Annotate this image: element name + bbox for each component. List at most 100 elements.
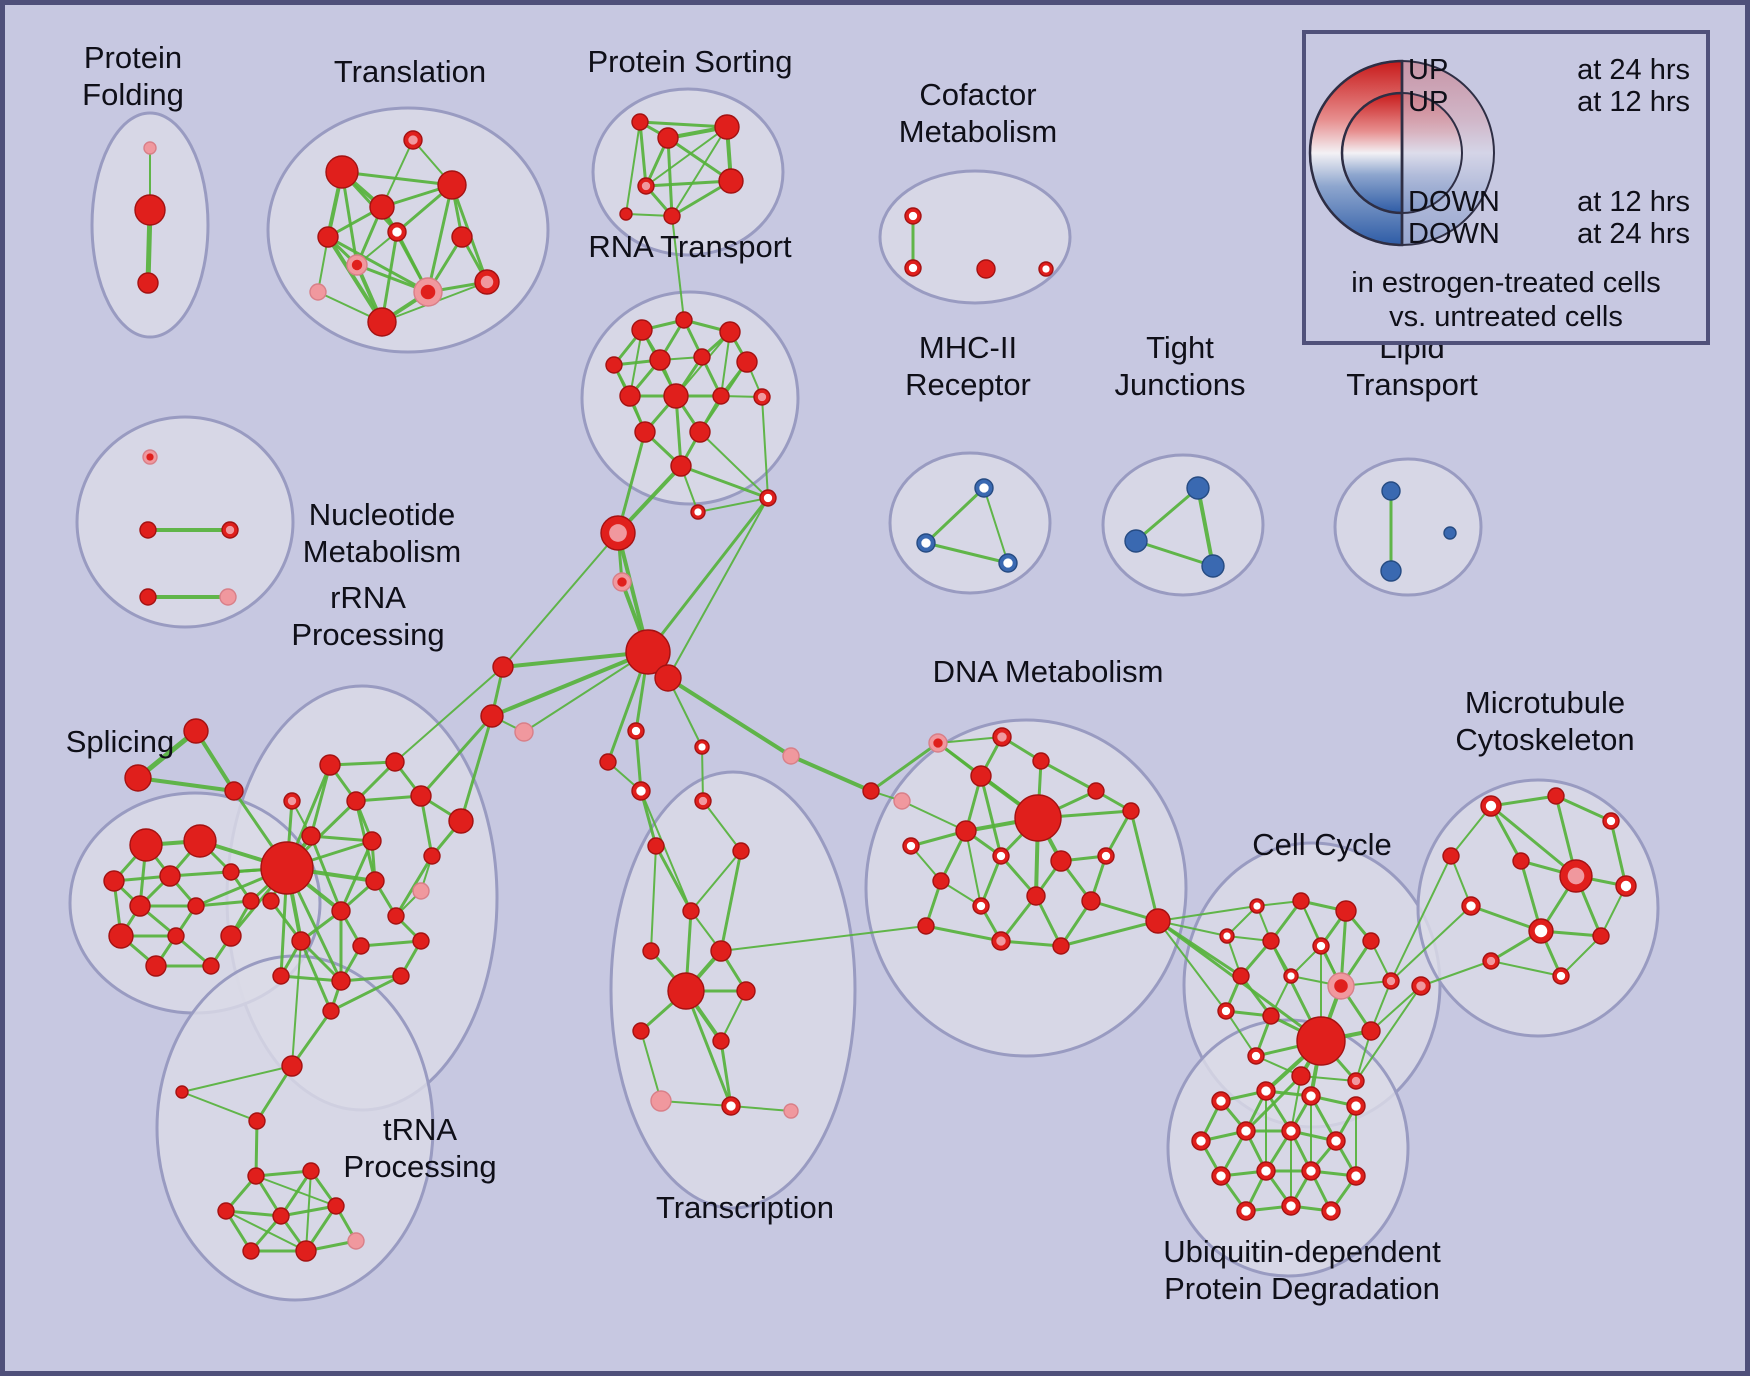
node-inner-disc [1306,1166,1316,1176]
network-node [1552,967,1570,985]
node-outer-ring [167,927,185,945]
node-inner-disc [631,726,641,736]
node-outer-ring [893,792,911,810]
node-outer-ring [392,967,410,985]
cluster-label-rrna-processing: Processing [291,617,444,652]
node-inner-disc [617,577,627,587]
legend-direction-label: DOWN [1408,186,1500,218]
network-node [1124,529,1148,553]
cluster-label-cofactor-metabolism: Metabolism [899,114,1058,149]
network-node [262,892,280,910]
cluster-label-protein-folding: Protein [84,40,182,75]
network-edge [490,650,650,718]
network-node [392,967,410,985]
network-node [1312,937,1330,955]
network-node [1380,560,1402,582]
node-inner-disc [921,538,931,548]
network-node [272,1207,290,1225]
node-inner-disc [1316,941,1326,951]
network-node [1482,952,1500,970]
network-node [346,254,368,276]
network-node [1321,1201,1341,1221]
cluster-ellipse-tight-junctions [1101,453,1265,597]
node-outer-ring [712,387,730,405]
node-outer-ring [272,1207,290,1225]
cluster-label-translation: Translation [334,54,486,89]
network-edge [299,939,333,1013]
network-node [1145,908,1171,934]
legend-direction-label: DOWN [1408,218,1500,250]
node-inner-disc [1386,976,1396,986]
network-node [159,865,181,887]
network-node [1014,794,1062,842]
node-outer-ring [202,957,220,975]
node-inner-disc [1486,956,1496,966]
node-outer-ring [619,385,641,407]
network-edge [326,235,384,324]
network-node [1512,852,1530,870]
node-inner-disc [1261,1166,1271,1176]
node-inner-disc [1556,971,1566,981]
network-node [327,1197,345,1215]
network-node [736,981,756,1001]
network-node [129,895,151,917]
node-outer-ring [736,981,756,1001]
network-node [1547,787,1565,805]
node-outer-ring [675,311,693,329]
node-outer-ring [932,872,950,890]
network-node [1327,972,1355,1000]
node-outer-ring [1547,787,1565,805]
network-edge [523,651,649,733]
network-edge [719,849,743,953]
network-node [492,656,514,678]
network-node [634,421,656,443]
network-node [134,194,166,226]
node-outer-ring [137,272,159,294]
legend-time-label: at 24 hrs [1577,54,1690,86]
network-node [474,269,500,295]
cluster-label-lipid-transport: Transport [1346,367,1478,402]
network-node [322,1002,340,1020]
network-edge [697,497,769,513]
network-edge [255,1064,294,1123]
network-node [649,349,671,371]
cluster-label-ubiquitin-degradation: Ubiquitin-dependent [1163,1234,1441,1269]
node-outer-ring [514,722,534,742]
network-node [753,388,771,406]
node-outer-ring [654,664,682,692]
node-outer-ring [1442,847,1460,865]
network-node [612,572,632,592]
node-outer-ring [385,752,405,772]
network-edge [329,974,403,1013]
network-node [1291,1066,1311,1086]
network-node [928,733,948,753]
network-node [283,792,301,810]
network-node [663,207,681,225]
network-edge [640,1030,662,1102]
cluster-label-tight-junctions: Tight [1146,330,1214,365]
cluster-ellipse-mhc-ii-receptor [888,451,1052,595]
network-edge [690,850,742,912]
network-node [736,351,758,373]
network-node [783,1103,799,1119]
network-node [1292,892,1310,910]
legend-time-label: at 12 hrs [1577,186,1690,218]
network-edge [901,800,967,832]
network-edge [638,120,729,129]
cluster-ellipse-microtubule-cytoskeleton [1416,778,1660,1038]
network-node [1335,900,1357,922]
cluster-ellipse-nucleotide-metabolism [75,415,295,629]
network-edge [684,989,733,1108]
legend-direction-label: UP [1408,54,1449,86]
network-node [600,515,636,551]
network-node [667,972,705,1010]
legend-direction-label: UP [1408,86,1449,118]
node-outer-ring [631,319,653,341]
node-inner-disc [1351,1076,1361,1086]
cluster-label-rrna-processing: rRNA [330,580,406,615]
network-edge [279,1204,338,1218]
network-node [1211,1166,1231,1186]
node-inner-disc [698,796,708,806]
node-outer-ring [220,925,242,947]
